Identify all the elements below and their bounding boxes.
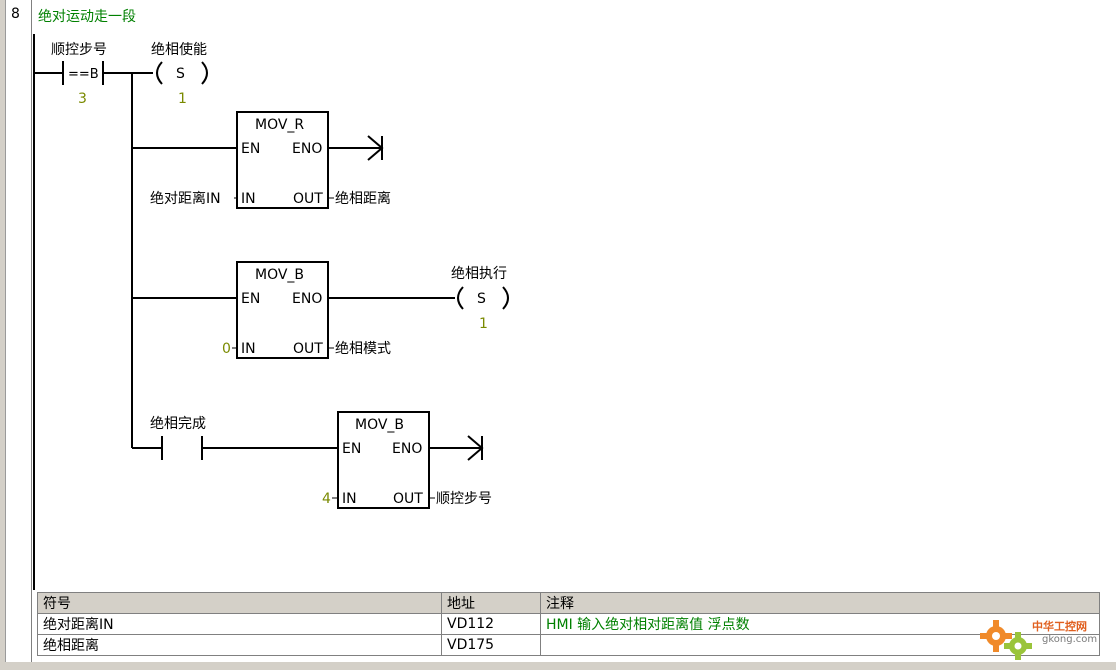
- left-gutter: [0, 0, 6, 670]
- row-address[interactable]: VD175: [441, 634, 541, 656]
- mov-b-2-title: MOV_B: [355, 417, 404, 433]
- network-number: 8: [11, 6, 20, 22]
- compare-label: ==B: [68, 67, 99, 82]
- set-coil-2[interactable]: [457, 286, 509, 310]
- row-symbol[interactable]: 绝相距离: [37, 634, 442, 656]
- header-symbol[interactable]: 符号: [37, 592, 442, 614]
- contact-symbol: 绝相完成: [150, 416, 206, 432]
- watermark-text: 中华工控网: [1032, 620, 1087, 633]
- mov-b-1-eno: ENO: [292, 291, 322, 307]
- set-coil-2-count: 1: [479, 316, 488, 332]
- row-address[interactable]: VD112: [441, 613, 541, 635]
- bottom-scrollbar[interactable]: [0, 662, 1116, 670]
- mov-b-1-out-operand: 绝相模式: [335, 341, 391, 357]
- mov-r-in: IN: [241, 191, 256, 207]
- set-coil-1[interactable]: [156, 61, 208, 85]
- row-symbol[interactable]: 绝对距离IN: [37, 613, 442, 635]
- mov-b-2-en: EN: [342, 441, 361, 457]
- table-row[interactable]: 绝对距离IN VD112 HMI 输入绝对相对距离值 浮点数: [37, 613, 1100, 635]
- compare-symbol: 顺控步号: [51, 42, 107, 58]
- mov-b-box-1[interactable]: MOV_B EN ENO IN OUT: [236, 261, 329, 359]
- mov-b-2-in: IN: [342, 491, 357, 507]
- mov-b-1-out: OUT: [293, 341, 323, 357]
- mov-r-en: EN: [241, 141, 260, 157]
- mov-r-title: MOV_R: [255, 117, 304, 133]
- symbol-table: 符号 地址 注释 绝对距离IN VD112 HMI 输入绝对相对距离值 浮点数 …: [37, 592, 1100, 656]
- network-divider: [31, 0, 32, 670]
- eno-arrow-1-icon: [367, 135, 384, 161]
- mov-r-out: OUT: [293, 191, 323, 207]
- mov-b-1-en: EN: [241, 291, 260, 307]
- set-coil-1-label: S: [176, 66, 185, 82]
- set-coil-2-symbol: 绝相执行: [451, 266, 507, 282]
- mov-b-1-in: IN: [241, 341, 256, 357]
- mov-r-in-operand: 绝对距离IN: [150, 190, 221, 207]
- mov-b-2-in-operand: 4: [322, 491, 331, 507]
- compare-value: 3: [78, 91, 87, 107]
- eno-arrow-2-icon: [467, 435, 484, 461]
- mov-b-1-in-operand: 0: [222, 341, 231, 357]
- ladder-diagram: 顺控步号 ==B 3 绝相使能 S 1 MOV_R EN ENO IN OUT …: [33, 34, 509, 590]
- table-row[interactable]: 绝相距离 VD175: [37, 634, 1100, 656]
- set-coil-1-count: 1: [178, 91, 187, 107]
- mov-b-box-2[interactable]: MOV_B EN ENO IN OUT: [337, 411, 430, 509]
- header-address[interactable]: 地址: [441, 592, 541, 614]
- set-coil-2-label: S: [477, 291, 486, 307]
- mov-b-2-out: OUT: [393, 491, 423, 507]
- mov-b-1-title: MOV_B: [255, 267, 304, 283]
- mov-r-out-operand: 绝相距离: [335, 190, 391, 207]
- row-comment[interactable]: [540, 634, 1100, 656]
- mov-b-2-out-operand: 顺控步号: [436, 491, 492, 507]
- mov-r-box[interactable]: MOV_R EN ENO IN OUT: [236, 111, 329, 209]
- set-coil-1-symbol: 绝相使能: [151, 41, 207, 58]
- mov-r-eno: ENO: [292, 141, 322, 157]
- watermark: 中华工控网 gkong.com: [978, 614, 1108, 662]
- watermark-sub: gkong.com: [1042, 634, 1098, 645]
- gear-logo-icon: [980, 620, 1032, 660]
- symbol-table-header: 符号 地址 注释: [37, 592, 1100, 614]
- header-comment[interactable]: 注释: [540, 592, 1100, 614]
- mov-b-2-eno: ENO: [392, 441, 422, 457]
- network-comment[interactable]: 绝对运动走一段: [38, 9, 136, 25]
